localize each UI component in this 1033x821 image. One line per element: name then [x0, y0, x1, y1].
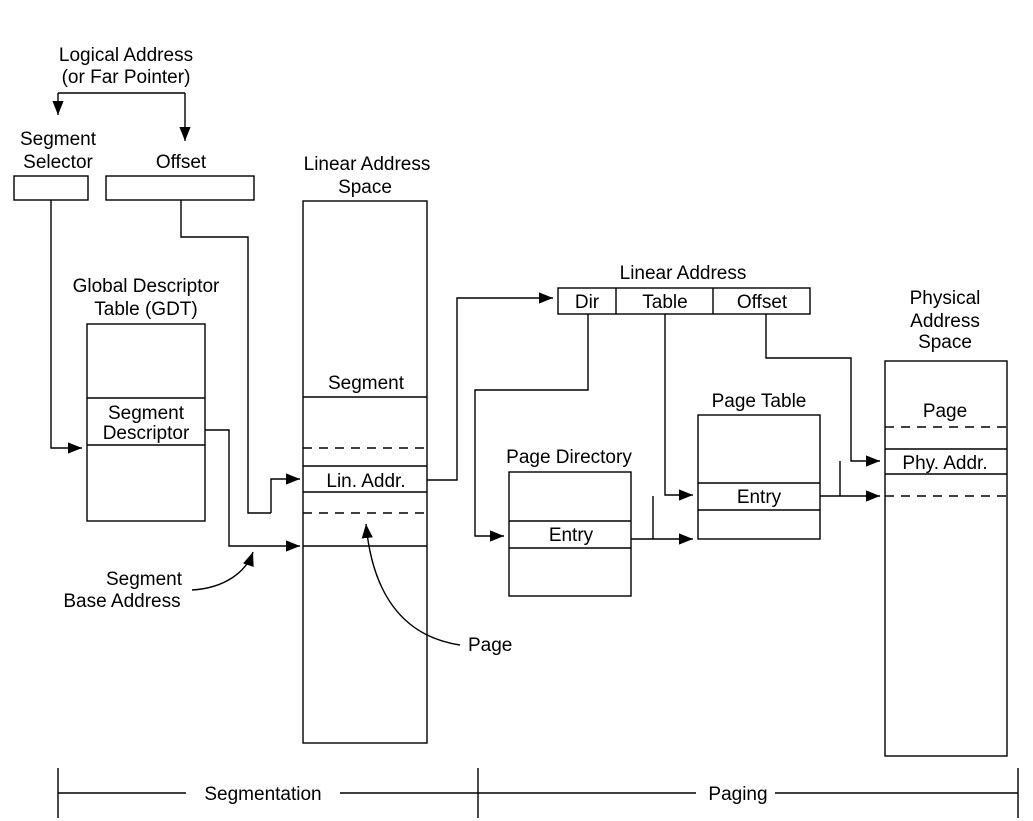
lin-addr-label: Lin. Addr. [326, 471, 405, 492]
paging-label: Paging [708, 784, 767, 805]
segment-label: Segment [328, 373, 405, 394]
lin-addr-to-linear-address-arrow [427, 292, 553, 481]
offset-to-lin-addr-arrow [270, 473, 300, 513]
page-directory-box [508, 471, 632, 597]
segment-selector-label-1: Segment [20, 129, 97, 150]
selector-to-descriptor-arrow [50, 200, 82, 454]
segment-base-curve-arrow [191, 551, 254, 591]
page-table-box [697, 414, 821, 540]
dir-to-directory-arrow [474, 314, 589, 542]
gdt-title-1: Global Descriptor [73, 276, 220, 297]
physical-space-title-1: Physical [910, 288, 981, 309]
page-table-title: Page Table [712, 391, 807, 412]
logical-address-label: Logical Address [59, 45, 193, 66]
segmentation-label: Segmentation [204, 784, 321, 805]
table-field: Table [642, 292, 687, 313]
page-directory-title: Page Directory [506, 447, 632, 468]
phy-addr-label: Phy. Addr. [902, 453, 987, 474]
directory-entry-label: Entry [549, 525, 594, 546]
linear-space-title-2: Space [338, 177, 392, 198]
page-callout-curve-arrow [361, 523, 461, 646]
linear-address-space-box [302, 200, 428, 744]
table-to-page-table-arrow [664, 314, 693, 501]
segment-base-label-2: Base Address [63, 591, 180, 612]
table-entry-label: Entry [737, 487, 782, 508]
physical-page-label: Page [923, 401, 967, 422]
physical-space-title-3: Space [918, 332, 972, 353]
offset-label: Offset [156, 152, 207, 173]
gdt-table [86, 323, 206, 522]
segment-selector-box [13, 175, 89, 201]
page-callout-label: Page [468, 635, 512, 656]
physical-space-title-2: Address [910, 311, 980, 332]
offset-path-line [180, 200, 271, 514]
segment-descriptor-label-2: Descriptor [103, 423, 190, 444]
segment-base-label-1: Segment [106, 569, 183, 590]
segment-descriptor-label-1: Segment [108, 403, 185, 424]
segment-selector-label-2: Selector [23, 152, 93, 173]
descriptor-to-base-arrow [205, 429, 300, 552]
gdt-title-2: Table (GDT) [94, 299, 197, 320]
dir-field: Dir [575, 292, 600, 313]
linear-address-box [557, 287, 811, 315]
linear-space-title-1: Linear Address [304, 154, 431, 175]
offset-box [105, 175, 255, 201]
offset-to-phy-addr-arrow [765, 314, 880, 467]
linear-address-title: Linear Address [620, 263, 747, 284]
far-pointer-label: (or Far Pointer) [62, 67, 191, 88]
offset-field: Offset [737, 292, 788, 313]
